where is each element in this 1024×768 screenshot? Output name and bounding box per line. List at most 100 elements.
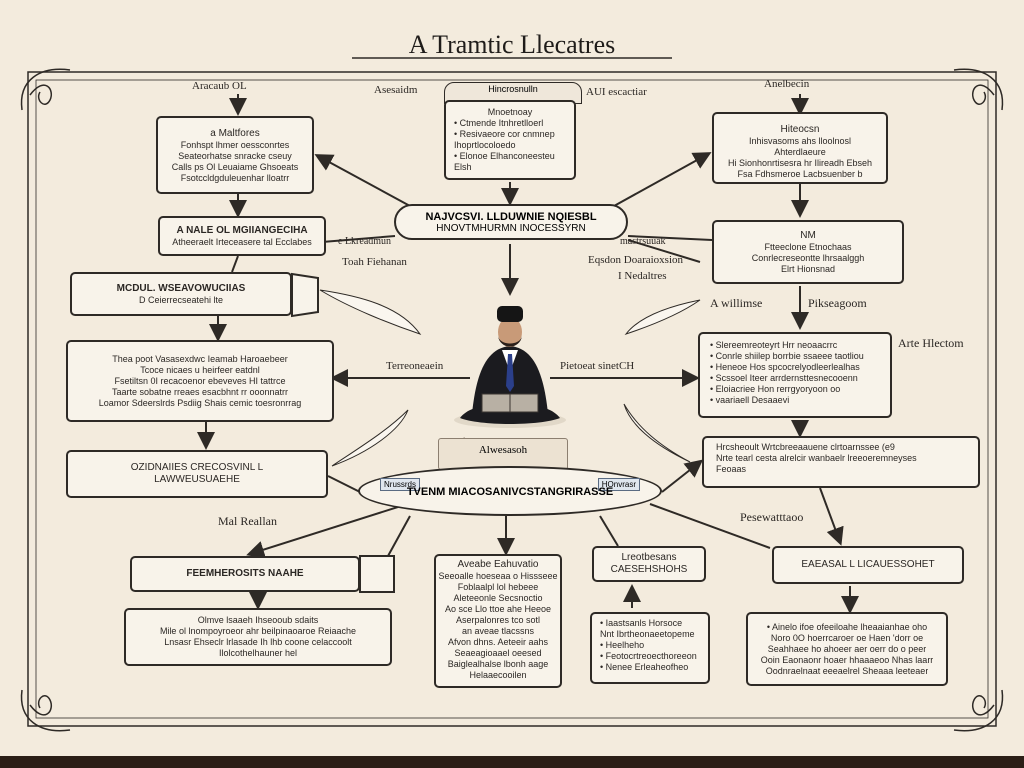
label-mid-right-b: Eqsdon Doaraioxsion xyxy=(588,254,684,266)
label-arte: Arte Hlectom xyxy=(898,336,964,350)
box-line: • Scssoel Iteer arrdernsttesnecooenn xyxy=(710,373,858,383)
box-line: Elrt Hionsnad xyxy=(780,263,836,274)
box-line: Helaaecooilen xyxy=(469,670,527,680)
box-line: Hrcsheoult Wrtcbreeaauene clrtoarnssee (… xyxy=(716,442,895,452)
box-line: Afvon dhns. Aeteeir aahs xyxy=(447,637,549,647)
box-line: Oodnraelnaat eeeaelrel Sheaaa leeteaer xyxy=(765,665,929,676)
box-line: Inhisvasoms ahs lloolnosl xyxy=(748,136,852,146)
central-node-subtitle: HNOVTMHURMN INOCESSYRN xyxy=(436,223,586,234)
label-mid-right-a: mastrsuuak xyxy=(620,236,666,247)
box-line: LAWWEUSUAEHE xyxy=(154,474,240,485)
label-top-center-right: AUI escactiar xyxy=(586,86,647,98)
box-line: Seateorhatse snracke cseuy xyxy=(178,151,292,161)
box-line: Noro 0O hoerrcaroer oe Haen 'dorr oe xyxy=(770,632,924,643)
box-line: CAESEHSHOHS xyxy=(610,564,688,575)
box-line: Ftteeclone Etnochaas xyxy=(764,241,852,252)
box-line: Ahterdlaeure xyxy=(774,147,826,157)
central-node-title: NAJVCSVI. LLDUWNIE NQIESBL xyxy=(425,211,597,223)
ellipse-text: TVENM MIACOSANIVCSTANGRIRASSE xyxy=(406,486,614,498)
central-node: NAJVCSVI. LLDUWNIE NQIESBL HNOVTMHURMN I… xyxy=(394,204,628,240)
box-line: Fsotccldgduleuenhar lloatrr xyxy=(180,173,290,183)
box-right-5: Hrcsheoult Wrtcbreeaauene clrtoarnssee (… xyxy=(702,436,980,488)
box-line: • Iaastsanls Horsoce xyxy=(600,618,683,628)
box-title: NM xyxy=(800,229,816,241)
box-line: • Heneoe Hos spcocrelyodleerlealhas xyxy=(710,362,860,372)
ellipse-badge-left: Nrussrds xyxy=(380,478,421,491)
label-top-left: Aracaub OL xyxy=(192,80,247,92)
box-line: Ilolcothelhauner hel xyxy=(218,648,298,658)
box-title: A NALE OL MGIIANGECIHA xyxy=(176,224,308,236)
label-awil: A willimse xyxy=(710,296,763,310)
banner-label: Alwesasoh xyxy=(438,438,568,470)
box-left-4: Thea poot Vasasexdwc Ieamab Haroaebeer T… xyxy=(66,340,334,422)
box-title: OZIDNAIIES CRECOSVINL L xyxy=(130,462,264,473)
box-bottom-2: Aveabe Eahuvatio Seeoalle hoeseaa o Hiss… xyxy=(434,554,562,688)
box-line: Hi Sionhonrtisesra hr Ilireadh Ebseh xyxy=(727,158,873,168)
label-pese: Pesewatttaoo xyxy=(740,510,804,524)
box-line: an aveae tlacssns xyxy=(461,626,535,636)
box-line: Fsetiltsn 0I recacoenor ebeveves HI tatt… xyxy=(114,375,286,386)
box-line: Ooin Eaonaonr hoaer hhaaaeoo Nhas laarr xyxy=(760,654,934,665)
box-title: Lreotbesans xyxy=(621,552,677,563)
box-line: Conrlecreseontte lhrsaalggh xyxy=(751,252,865,263)
box-title: FEEMHEROSITS NAAHE xyxy=(186,568,304,579)
label-pikseagom: Pikseagoom xyxy=(808,296,867,310)
box-bottom-4: EAEASAL L LICAUESSOHET xyxy=(772,546,964,584)
box-line: Mile ol lnompoyroeor ahr beilpinaoaroe R… xyxy=(159,626,357,636)
box-line: • Resivaeore cor cnmnep xyxy=(454,129,555,139)
box-right-4: • Slereemreoteyrt Hrr neoaacrrc • Conrle… xyxy=(698,332,892,418)
box-bottom-3-detail: • Iaastsanls Horsoce Nnt Ibrtheonaeetope… xyxy=(590,612,710,684)
box-bottom-4-detail: • Ainelo ifoe ofeeiloahe lheaaianhae oho… xyxy=(746,612,948,686)
box-line: Loamor Sdeerslrds Psdiig Shais cemic toe… xyxy=(98,397,302,408)
box-line: • Feotocrtreoecthoreeon xyxy=(600,651,697,661)
box-right-2: NM Ftteeclone Etnochaas Conrlecreseontte… xyxy=(712,220,904,284)
box-line: • Slereemreoteyrt Hrr neoaacrrc xyxy=(710,340,838,350)
box-line: D Ceierrecseatehi lte xyxy=(138,294,224,305)
box-line: Tcoce nicaes u heirfeer eatdnl xyxy=(140,364,260,375)
box-line: Aserpalonres tco sotl xyxy=(455,615,541,625)
box-title: Aveabe Eahuvatio xyxy=(457,559,539,570)
box-top-left: a Maltfores Fonhspt lhmer oessconrtes Se… xyxy=(156,116,314,194)
box-line: • Ctmende Itnhretlloerl xyxy=(454,118,544,128)
box-title: EAEASAL L LICAUESSOHET xyxy=(801,559,935,570)
box-line: • Conrle shiilep borrbie ssaeee taotliou xyxy=(710,351,864,361)
box-left-2: A NALE OL MGIIANGECIHA Atheeraelt Irtece… xyxy=(158,216,326,256)
box-title: Hiteocsn xyxy=(780,124,820,135)
box-top-right: Hiteocsn Inhisvasoms ahs lloolnosl Ahter… xyxy=(712,112,888,184)
box-line: Seaeagioaael oeesed xyxy=(454,648,542,658)
box-title: Mnoetnoay xyxy=(487,107,533,117)
box-line: Olmve lsaaeh Ihseooub sdaits xyxy=(197,615,319,625)
box-line: Aleteeonle Secsnoctio xyxy=(453,593,543,603)
label-right-arrow: Pietoeat sinetCH xyxy=(560,360,635,372)
box-line: Ihoprtlocoloedo xyxy=(454,140,516,150)
box-bottom-1-detail: Olmve lsaaeh Ihseooub sdaits Mile ol lno… xyxy=(124,608,392,666)
box-bottom-1: FEEMHEROSITS NAAHE xyxy=(130,556,360,592)
box-line: Fonhspt lhmer oessconrtes xyxy=(180,140,290,150)
page-title: A Tramtic Llecatres xyxy=(408,30,616,59)
box-line: • Ainelo ifoe ofeeiloahe lheaaianhae oho xyxy=(766,621,928,632)
box-line: Taarte sobatne rreaes esacbhnt rr ooonna… xyxy=(111,386,289,397)
box-line: Baiglealhalse lbonh aage xyxy=(447,659,549,669)
box-line: Seeoalle hoeseaa o Hissseee xyxy=(438,571,558,581)
box-line: Feoaas xyxy=(716,464,747,474)
label-mid-left-b: Toah Fiehanan xyxy=(342,256,407,268)
box-left-3: MCDUL. WSEAVOWUCIIAS D Ceierrecseatehi l… xyxy=(70,272,292,316)
label-mll: Mal Reallan xyxy=(218,514,277,528)
box-line: • vaariaell Desaaevi xyxy=(710,395,790,405)
label-left-arrow: Terreoneaein xyxy=(386,360,444,372)
box-title: MCDUL. WSEAVOWUCIIAS xyxy=(116,282,246,294)
ellipse-node: Nrussrds HOnvrasr TVENM MIACOSANIVCSTANG… xyxy=(358,466,662,516)
label-top-right: Anelbecin xyxy=(764,78,810,90)
box-line: Calls ps Ol Leuaiame Ghsoeats xyxy=(171,162,299,172)
box-line: Atheeraelt Irteceasere tal Ecclabes xyxy=(172,236,312,247)
box-line: Thea poot Vasasexdwc Ieamab Haroaebeer xyxy=(112,353,288,364)
box-line: • Heelheho xyxy=(600,640,645,650)
box-line: Nnt Ibrtheonaeetopeme xyxy=(600,629,695,639)
box-line: Fsa Fdhsmeroe Lacbsuenber b xyxy=(737,169,863,179)
box-line: Elsh xyxy=(454,162,472,172)
box-line: Ao sce Llo ttoe ahe Heeoe xyxy=(444,604,552,614)
ellipse-badge-right: HOnvrasr xyxy=(597,478,640,491)
label-top-center-left: Asesaidm xyxy=(374,84,418,96)
